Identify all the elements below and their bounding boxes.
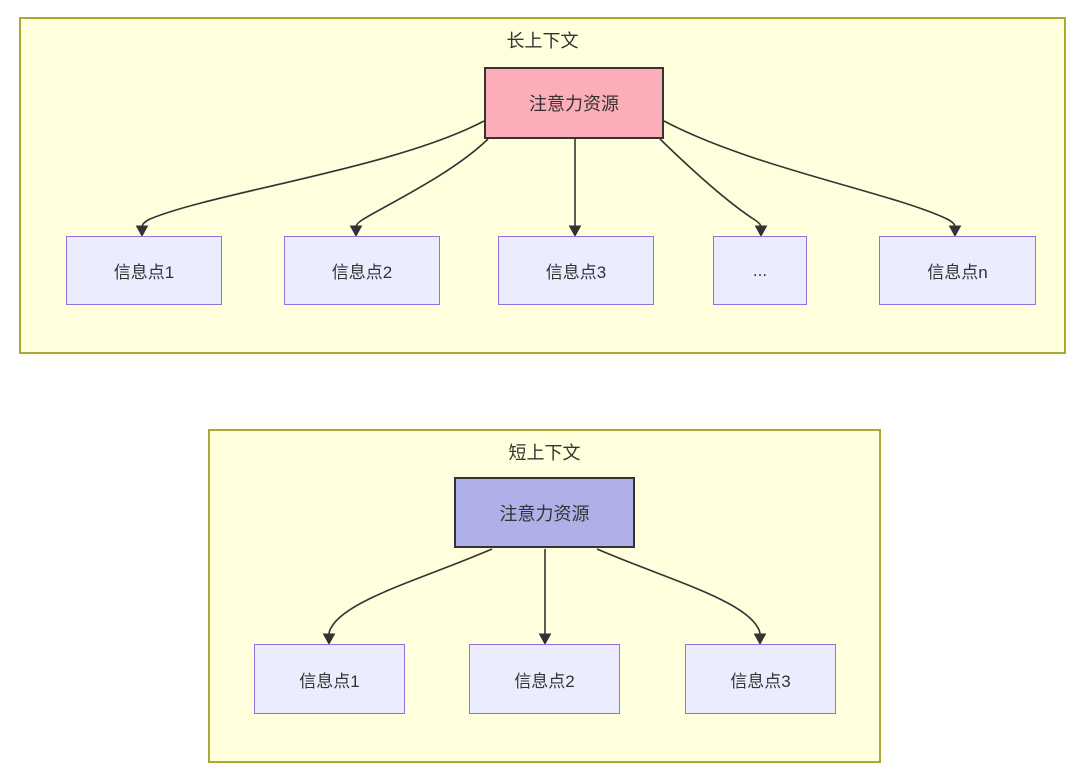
info-point-node-ellipsis: ...: [713, 236, 807, 305]
info-point-node: 信息点2: [469, 644, 620, 714]
info-point-node: 信息点3: [498, 236, 654, 305]
section-title: 长上下文: [506, 31, 579, 51]
info-point-node: 信息点1: [66, 236, 222, 305]
info-point-node: 信息点2: [284, 236, 440, 305]
info-point-node: 信息点n: [879, 236, 1036, 305]
section-title: 短上下文: [508, 443, 581, 463]
attention-resource-node-short: 注意力资源: [454, 477, 635, 548]
attention-resource-node-long: 注意力资源: [484, 67, 664, 139]
info-point-node: 信息点1: [254, 644, 405, 714]
info-point-node: 信息点3: [685, 644, 836, 714]
